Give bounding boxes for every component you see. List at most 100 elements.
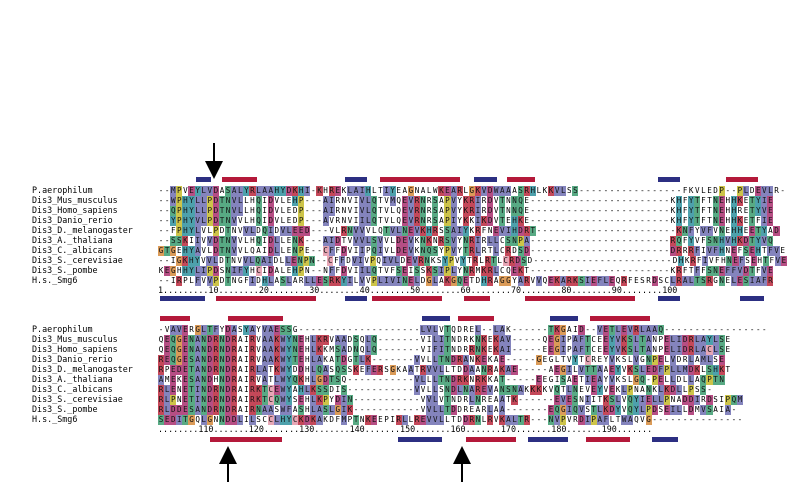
residue: E — [750, 256, 757, 266]
residue: V — [420, 395, 426, 404]
residue: - — [402, 325, 408, 334]
residue: R — [468, 206, 475, 216]
residue: D — [400, 256, 406, 265]
residue: A — [231, 325, 238, 335]
residue: D — [347, 335, 353, 344]
residue: L — [390, 216, 395, 225]
residue: E — [755, 186, 762, 196]
residue: - — [603, 246, 609, 255]
residue: K — [487, 355, 493, 364]
residue: F — [335, 415, 341, 424]
residue: - — [408, 335, 414, 344]
residue: K — [602, 395, 609, 405]
residue: T — [218, 216, 226, 226]
residue: - — [609, 236, 615, 245]
residue: - — [615, 236, 621, 245]
residue: - — [390, 385, 395, 394]
residue: - — [384, 375, 389, 384]
strand-bar — [160, 296, 205, 301]
residue: A — [194, 365, 201, 375]
residue: D — [329, 385, 334, 394]
residue: Y — [194, 186, 201, 196]
residue: - — [378, 355, 383, 364]
residue: D — [450, 375, 457, 385]
residue: - — [164, 236, 170, 245]
residue: S — [444, 236, 451, 246]
residue: K — [158, 266, 164, 275]
residue: - — [585, 266, 590, 275]
residue: V — [420, 355, 426, 364]
residue: I — [244, 365, 249, 374]
residue: I — [353, 196, 359, 205]
residue: L — [244, 216, 249, 225]
residue: H — [675, 216, 683, 226]
residue: D — [334, 236, 341, 246]
residue: - — [512, 325, 517, 334]
residue: - — [567, 226, 572, 235]
residue: L — [493, 246, 500, 256]
residue: Q — [341, 375, 347, 384]
residue: E — [164, 415, 171, 425]
residue: D — [608, 405, 616, 415]
residue: - — [390, 325, 395, 334]
sequence-name: Dis3_Mus_musculus — [32, 334, 118, 344]
residue: G — [176, 335, 183, 345]
residue: V — [359, 226, 366, 236]
residue: P — [645, 405, 652, 415]
residue: V — [761, 206, 768, 216]
residue: L — [767, 186, 774, 196]
residue: - — [627, 266, 633, 275]
residue: L — [164, 405, 171, 415]
residue: - — [359, 325, 365, 334]
residue: - — [591, 325, 596, 334]
residue: P — [176, 216, 183, 226]
residue: N — [218, 415, 226, 425]
residue: - — [615, 206, 621, 215]
residue: - — [378, 345, 383, 354]
residue: V — [384, 236, 389, 245]
residue: - — [676, 415, 682, 424]
residue: Y — [512, 276, 517, 285]
residue: L — [474, 246, 481, 256]
residue: S — [572, 186, 579, 196]
sequence-name: Dis3_S._pombe — [32, 265, 98, 275]
residue: S — [237, 325, 243, 334]
residue: R — [231, 345, 238, 355]
residue: V — [365, 226, 371, 235]
residue: - — [666, 256, 672, 265]
residue: K — [444, 276, 451, 286]
residue: V — [359, 236, 366, 246]
residue: Q — [542, 335, 548, 344]
arrow-down-icon — [205, 143, 223, 179]
residue: N — [401, 276, 408, 286]
residue: V — [615, 345, 622, 355]
sequence-name: Dis3_A._thaliana — [32, 374, 113, 384]
residue: P — [371, 276, 378, 286]
residue: E — [767, 266, 774, 276]
residue: E — [480, 355, 488, 365]
residue: R — [523, 226, 530, 236]
residue: R — [688, 246, 695, 256]
residue: H — [188, 256, 195, 266]
residue: V — [256, 335, 261, 344]
residue: R — [669, 236, 676, 246]
residue: A — [676, 395, 682, 404]
residue: K — [334, 276, 341, 286]
residue: D — [206, 335, 213, 345]
residue: P — [567, 335, 572, 344]
residue: Q — [627, 405, 634, 415]
residue: V — [487, 385, 494, 395]
residue: - — [548, 236, 554, 245]
residue: - — [414, 345, 420, 354]
residue: P — [170, 395, 177, 405]
residue: - — [640, 206, 645, 215]
residue: R — [481, 395, 487, 404]
residue: K — [414, 236, 420, 245]
residue: A — [292, 405, 298, 414]
residue: R — [231, 335, 238, 345]
residue: E — [718, 355, 725, 365]
residue: L — [566, 385, 573, 395]
residue: V — [384, 196, 389, 205]
residue: V — [231, 246, 238, 256]
